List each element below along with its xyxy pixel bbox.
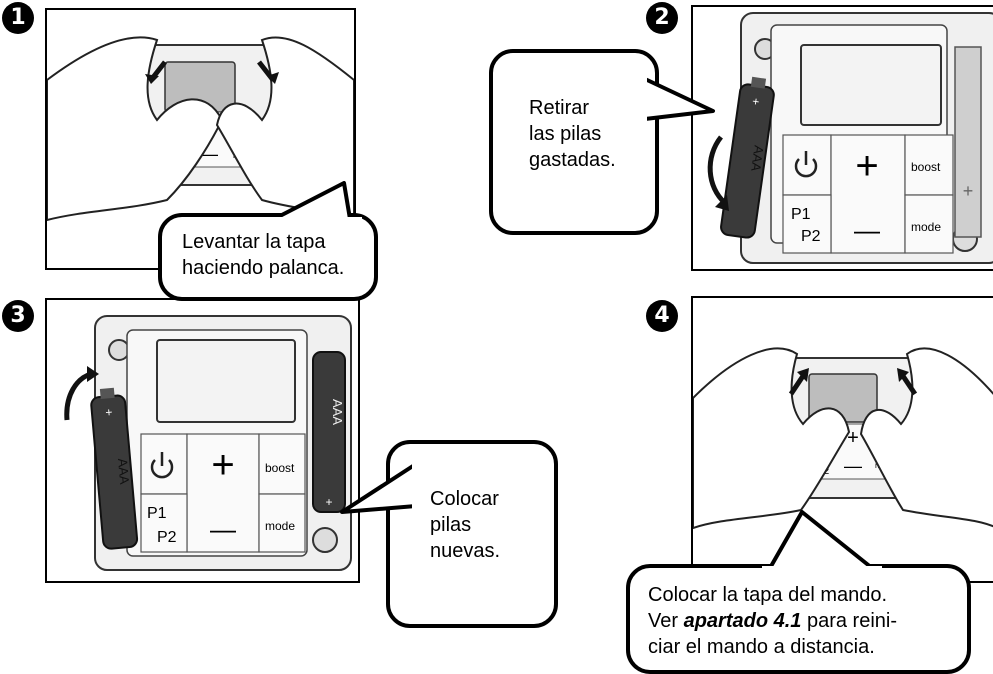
- step-2-number: 2: [646, 2, 678, 34]
- mode-label: mode: [911, 220, 941, 234]
- step-4-text-line-1: Colocar la tapa del mando.: [648, 584, 888, 606]
- battery-plus-left: +: [105, 405, 113, 420]
- step-2-panel: + — boost mode P1 P2 + + AAA: [691, 5, 993, 271]
- step-3-number: 3: [2, 300, 34, 332]
- step-3-text-line-3: nuevas.: [430, 540, 501, 562]
- step-2-text-line-1: Retirar: [529, 97, 590, 119]
- p2-label: P2: [801, 228, 821, 245]
- p2-label: P2: [157, 529, 177, 546]
- boost-label: boost: [911, 160, 941, 174]
- open-remote-illustration: + — boost mode P1 P2 + + AAA: [707, 12, 993, 264]
- battery-plus-right: +: [325, 495, 332, 509]
- step-4-text-line-2: Ver apartado 4.1 para reini-: [648, 608, 967, 634]
- mode-label: mode: [265, 519, 295, 533]
- step-2-text-line-3: gastadas.: [529, 149, 616, 171]
- insert-batteries-illustration: + — boost mode P1 P2 AAA + + AAA: [64, 315, 352, 571]
- step-3-text-line-1: Colocar: [430, 488, 499, 510]
- step-4-text-line-2-post: para reini-: [801, 610, 898, 632]
- step-3-panel: + — boost mode P1 P2 AAA + + AAA: [45, 298, 360, 583]
- plus-label: +: [855, 144, 878, 188]
- remote-hands-illustration: + — P1 P2 mode boost: [47, 36, 354, 222]
- plus-label: +: [211, 443, 234, 487]
- p1-label: P1: [791, 206, 811, 223]
- step-4-panel: + — P1 P2 boost mode: [691, 296, 993, 583]
- step-2-text-line-2: las pilas: [529, 123, 602, 145]
- step-1-panel: + — P1 P2 mode boost: [45, 8, 356, 270]
- step-1-text-line-1: Levantar la tapa: [182, 231, 326, 253]
- p1-label: P1: [147, 505, 167, 522]
- step-1-number: 1: [2, 2, 34, 34]
- minus-label: —: [854, 215, 880, 245]
- section-reference: apartado 4.1: [683, 610, 802, 632]
- close-cover-illustration: + — P1 P2 boost mode: [693, 347, 993, 530]
- step-3-callout: Colocar pilas nuevas.: [340, 440, 558, 628]
- battery-label-left: AAA: [115, 458, 132, 486]
- slot-plus-label: +: [963, 181, 974, 201]
- step-4-callout: Colocar la tapa del mando. Ver apartado …: [626, 510, 971, 674]
- battery-label: AAA: [748, 144, 767, 172]
- step-3-text-line-2: pilas: [430, 514, 472, 536]
- plus-label: +: [847, 427, 859, 449]
- minus-label: —: [844, 456, 862, 476]
- step-4-text-line-2-pre: Ver: [648, 610, 684, 632]
- step-2-callout: Retirar las pilas gastadas.: [489, 49, 715, 235]
- step-4-number: 4: [646, 300, 678, 332]
- battery-plus-label: +: [751, 94, 760, 109]
- boost-label: boost: [265, 461, 295, 475]
- step-1-callout: Levantar la tapa haciendo palanca.: [158, 181, 378, 301]
- minus-label: —: [210, 514, 236, 544]
- step-4-text-line-3: ciar el mando a distancia.: [648, 636, 875, 658]
- step-1-text-line-2: haciendo palanca.: [182, 257, 345, 279]
- battery-label-right: AAA: [330, 399, 345, 425]
